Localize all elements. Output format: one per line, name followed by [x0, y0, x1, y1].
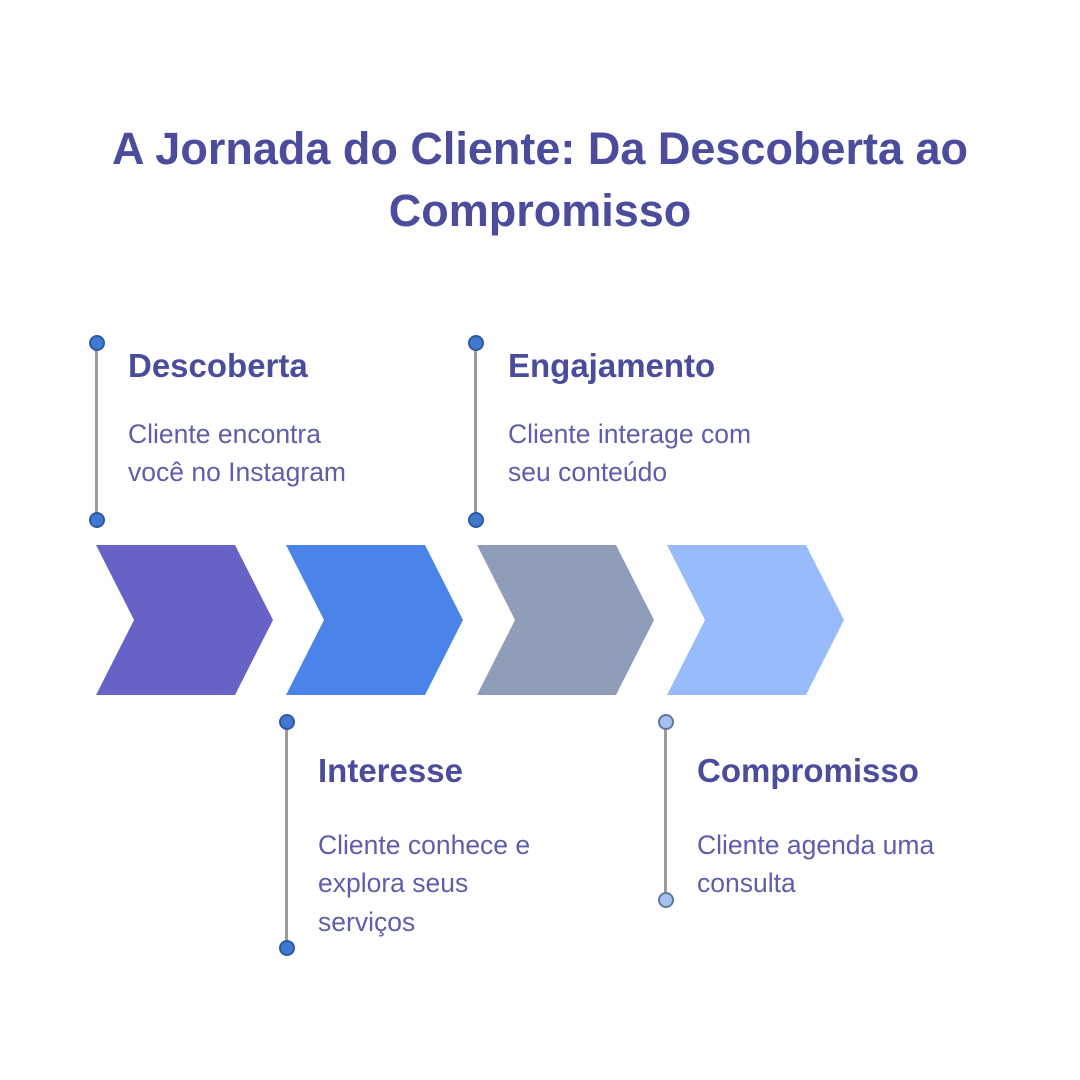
connector-compromisso [657, 714, 674, 908]
milestone-dot [467, 335, 484, 351]
step-name-compromisso: Compromisso [697, 752, 919, 789]
chevron-arrow-compromisso [667, 545, 844, 695]
step-desc-compromisso: Cliente agenda uma consulta [697, 830, 935, 899]
connector-interesse [278, 714, 295, 956]
connector-engajamento [467, 335, 484, 528]
page-title: A Jornada do Cliente: Da Descoberta ao C… [111, 123, 969, 237]
step-name-interesse: Interesse [318, 752, 463, 789]
milestone-dot [88, 512, 105, 528]
step-desc-descoberta: Cliente encontra você no Instagram [128, 419, 347, 488]
milestone-dot [278, 940, 295, 956]
milestone-dot [467, 512, 484, 528]
step-name-engajamento: Engajamento [508, 347, 716, 384]
milestone-dot [88, 335, 105, 351]
step-desc-interesse: Cliente conhece e explora seus serviços [318, 830, 531, 937]
connector-descoberta [88, 335, 105, 528]
milestone-dot [278, 714, 295, 730]
chevron-arrow-descoberta [96, 545, 273, 695]
milestone-dot [657, 714, 674, 730]
chevron-arrow-engajamento [477, 545, 654, 695]
chevron-arrow-interesse [286, 545, 463, 695]
step-desc-engajamento: Cliente interage com seu conteúdo [508, 419, 752, 488]
step-name-descoberta: Descoberta [128, 347, 308, 384]
milestone-dot [657, 892, 674, 908]
